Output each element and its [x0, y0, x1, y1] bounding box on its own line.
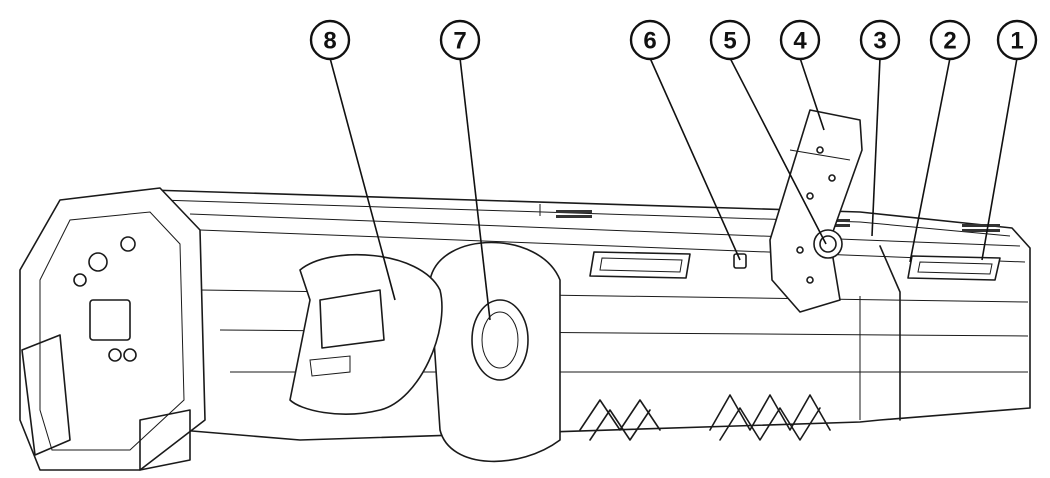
bottom-vents [579, 394, 831, 441]
leader-8 [329, 57, 396, 301]
leader-5 [729, 57, 827, 245]
main-body [149, 189, 1031, 441]
callout-7: 7 [439, 19, 481, 61]
leader-2 [909, 57, 951, 263]
callout-label: 1 [1010, 28, 1023, 55]
callout-label: 5 [723, 28, 736, 55]
connector-socket [88, 252, 108, 272]
connector-socket [73, 273, 87, 287]
callout-label: 2 [943, 28, 956, 55]
callout-label: 4 [793, 28, 807, 55]
bracket-lock-knob [813, 229, 843, 259]
callout-label: 6 [643, 28, 656, 55]
callout-2: 2 [929, 19, 971, 61]
callout-5: 5 [709, 19, 751, 61]
leader-1 [981, 57, 1018, 261]
callout-1: 1 [996, 19, 1038, 61]
callout-3: 3 [859, 19, 901, 61]
rear-disc [289, 253, 443, 415]
callouts: 1 2 3 4 5 6 7 8 [309, 19, 1038, 61]
lens-cylinder [429, 241, 561, 463]
connector-socket [120, 236, 136, 252]
control-button [108, 348, 122, 362]
callout-4: 4 [779, 19, 821, 61]
callout-8: 8 [309, 19, 351, 61]
leader-6 [649, 57, 741, 261]
display-screen [89, 299, 131, 341]
leader-4 [799, 57, 825, 131]
callout-6: 6 [629, 19, 671, 61]
callout-label: 3 [873, 28, 886, 55]
control-button [123, 348, 137, 362]
leader-lines [329, 57, 1018, 321]
carry-handle-middle [589, 251, 691, 279]
carry-handle-front [907, 255, 1001, 281]
callout-label: 8 [323, 28, 336, 55]
latch [733, 253, 747, 269]
leader-3 [871, 57, 881, 237]
callout-label: 7 [453, 28, 466, 55]
rear-head [19, 187, 206, 471]
leader-7 [459, 57, 491, 321]
